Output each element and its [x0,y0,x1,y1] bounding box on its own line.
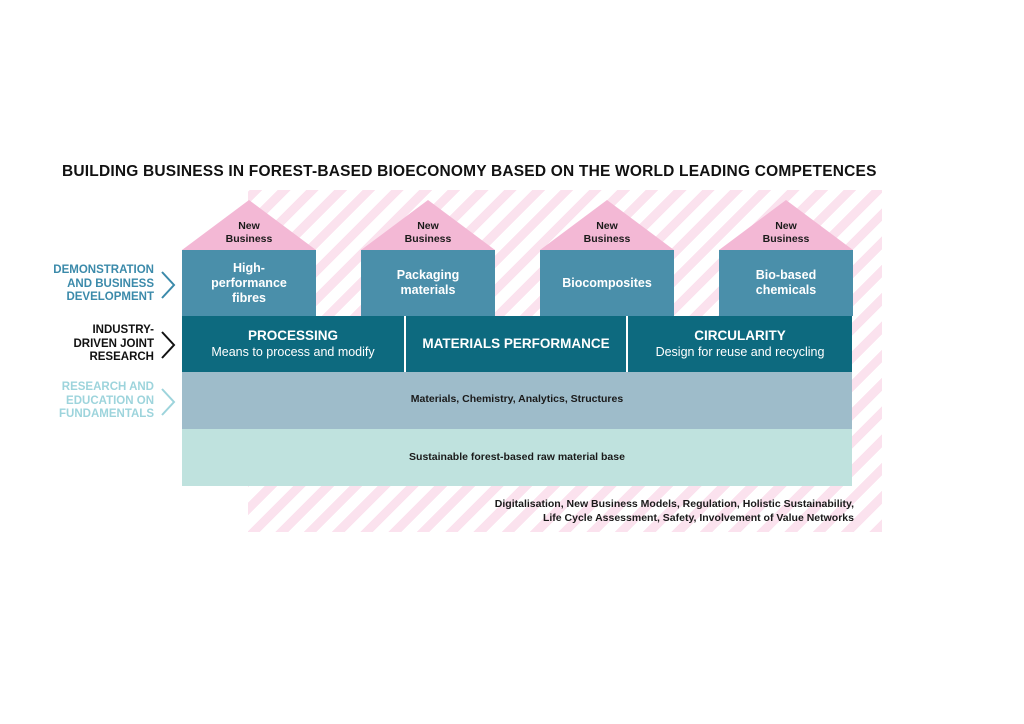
house-packaging-materials: Packaging materials [361,250,495,316]
footer-line1: Digitalisation, New Business Models, Reg… [494,498,854,510]
side-label-line3: DEVELOPMENT [66,291,154,303]
house-bio-based-chemicals: Bio-based chemicals [719,250,853,316]
footer-topics: Digitalisation, New Business Models, Reg… [495,497,854,525]
house-label-line2: materials [400,283,456,297]
house-label-line3: fibres [231,290,267,305]
new-business-line1: New [775,220,797,232]
side-label-line2: AND BUSINESS [67,277,154,290]
side-label-line1: RESEARCH AND [61,381,154,393]
pillar-subtitle: Means to process and modify [211,345,375,359]
side-label-demonstration: DEMONSTRATION AND BUSINESS DEVELOPMENT [53,264,154,305]
fundamentals-band: Materials, Chemistry, Analytics, Structu… [182,372,852,429]
chevron-right-icon [161,388,176,416]
side-label-line2: EDUCATION ON [66,394,154,407]
side-label-line1: DEMONSTRATION [53,264,154,276]
side-label-industry: INDUSTRY- DRIVEN JOINT RESEARCH [73,324,154,365]
chevron-right-icon [161,271,176,299]
house-biocomposites: Biocomposites [540,250,674,316]
diagram-title: BUILDING BUSINESS IN FOREST-BASED BIOECO… [62,163,877,180]
new-business-line1: New [596,220,618,232]
side-label-research: RESEARCH AND EDUCATION ON FUNDAMENTALS [59,381,154,422]
base-band: Sustainable forest-based raw material ba… [182,429,852,486]
pillar-divider [404,316,406,372]
pillar-divider [626,316,628,372]
new-business-line2: Business [225,233,273,245]
pillar-subtitle: Design for reuse and recycling [655,345,825,359]
side-label-line3: RESEARCH [89,351,154,363]
house-label-line1: Packaging [396,268,460,282]
side-label-line3: FUNDAMENTALS [59,408,154,420]
footer-line2: Life Cycle Assessment, Safety, Involveme… [542,512,854,524]
fundamentals-text: Materials, Chemistry, Analytics, Structu… [410,393,624,405]
research-band [182,316,852,372]
pillar-circularity: CIRCULARITY Design for reuse and recycli… [628,316,852,372]
house-label-line1: High- [233,260,265,275]
pillar-heading: MATERIALS PERFORMANCE [422,336,610,351]
pillar-processing: PROCESSING Means to process and modify [182,316,404,372]
pillar-heading: PROCESSING [247,328,339,343]
new-business-line2: Business [583,233,631,245]
new-business-line1: New [238,220,260,232]
pillar-materials-performance: MATERIALS PERFORMANCE [406,316,626,372]
house-high-performance-fibres: High- performance fibres [182,250,316,316]
new-business-line1: New [417,220,439,232]
house-label-line1: Bio-based [755,268,817,282]
pillar-heading: CIRCULARITY [694,328,786,343]
base-text: Sustainable forest-based raw material ba… [409,451,625,463]
new-business-line2: Business [762,233,810,245]
chevron-right-icon [161,331,176,359]
house-label-line2: performance [211,275,287,290]
house-label-line2: chemicals [755,283,817,297]
house-label-line1: Biocomposites [562,275,652,290]
side-label-line2: DRIVEN JOINT [73,337,154,350]
new-business-line2: Business [404,233,452,245]
side-label-line1: INDUSTRY- [92,324,154,336]
